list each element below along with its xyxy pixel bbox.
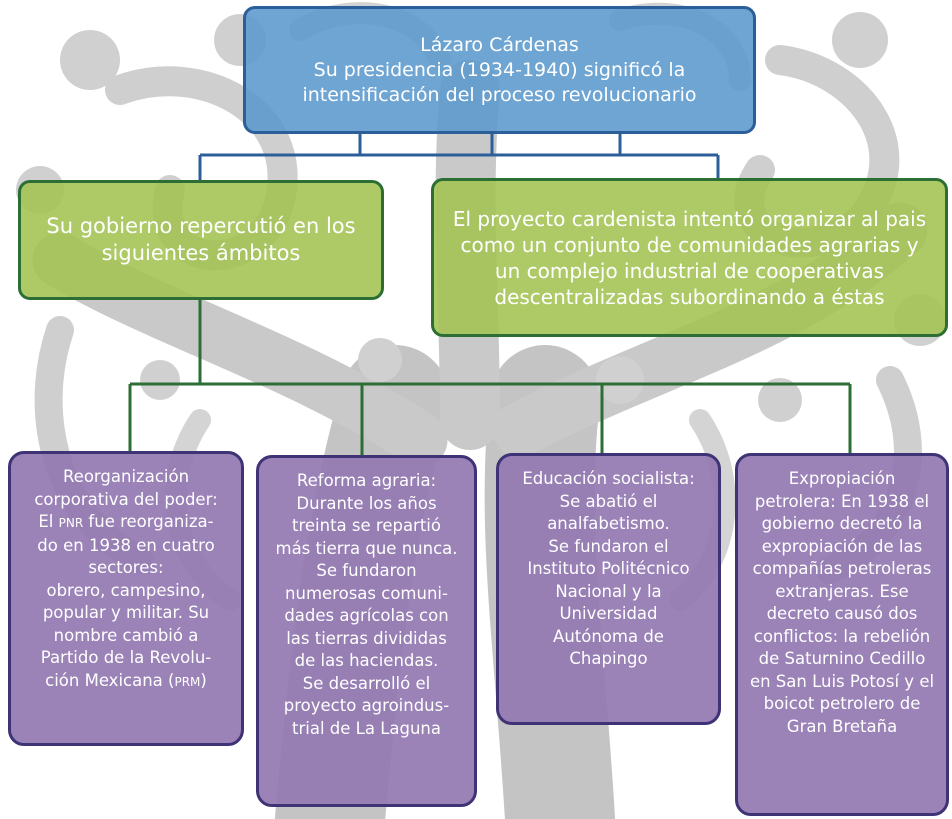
oil-expropriation-box: Expropiación petrolera: En 1938 el gobie… (735, 453, 949, 816)
green-connectors (128, 300, 852, 455)
corporate-reorganization-text: Reorganización corporativa del poder: El… (34, 466, 217, 693)
corporate-reorganization-text-part2: fue reorganiza- do en 1938 en cuatro sec… (37, 512, 215, 690)
cardenista-project-text: El proyecto cardenista intentó organizar… (452, 206, 927, 309)
oil-expropriation-text: Expropiación petrolera: En 1938 el gobie… (749, 469, 935, 736)
corporate-reorganization-text-part1: Reorganización corporativa del poder: El (34, 467, 218, 531)
blue-connectors (198, 134, 720, 180)
cardenista-project-box: El proyecto cardenista intentó organizar… (431, 178, 948, 337)
pnr-acronym: PNR (58, 516, 84, 530)
government-impact-box: Su gobierno repercutió en los siguientes… (18, 180, 384, 300)
main-topic-box: Lázaro Cárdenas Su presidencia (1934-194… (243, 6, 756, 134)
government-impact-text: Su gobierno repercutió en los siguientes… (46, 214, 356, 265)
corporate-reorganization-text-part3: ) (200, 670, 207, 690)
socialist-education-box: Educación socialista: Se abatió el analf… (496, 453, 721, 725)
agrarian-reform-box: Reforma agraria: Durante los años treint… (256, 455, 477, 807)
socialist-education-text: Educación socialista: Se abatió el analf… (522, 469, 695, 668)
corporate-reorganization-box: Reorganización corporativa del poder: El… (8, 451, 244, 746)
prm-acronym: PRM (174, 674, 201, 689)
main-topic-text: Lázaro Cárdenas Su presidencia (1934-194… (302, 33, 697, 106)
agrarian-reform-text: Reforma agraria: Durante los años treint… (275, 471, 458, 738)
